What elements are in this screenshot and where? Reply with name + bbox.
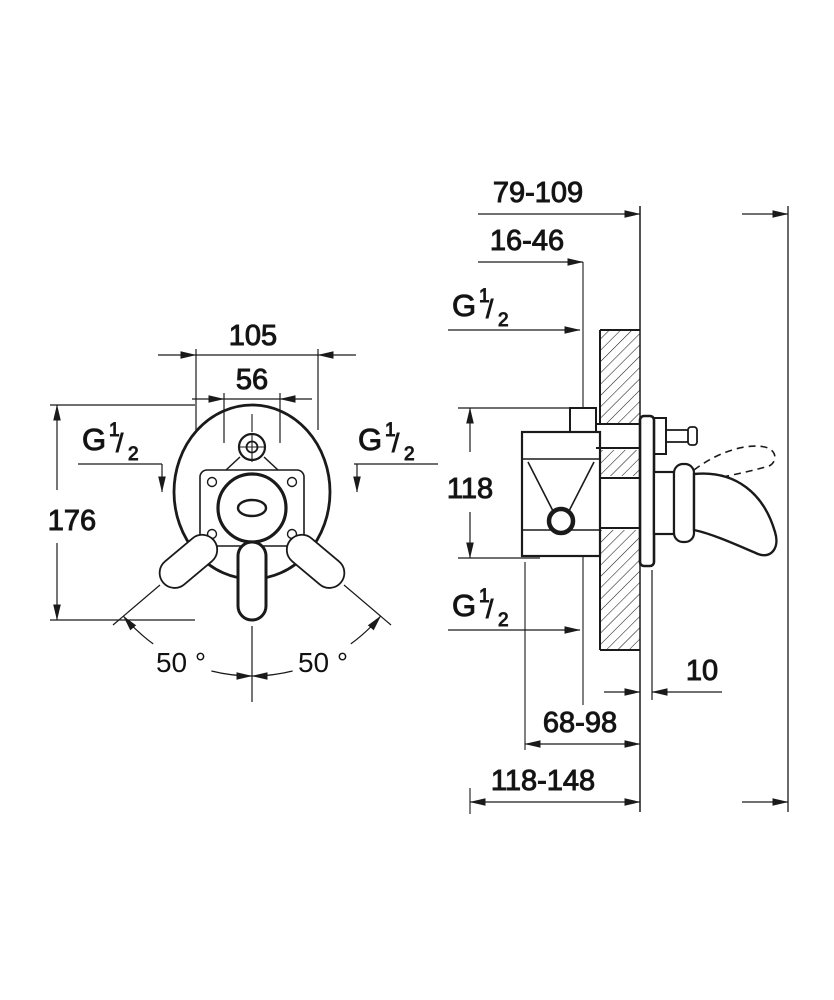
- screw-hole: [206, 476, 218, 488]
- dim-angle: [112, 584, 392, 702]
- dim-body-to-wall: [524, 562, 641, 750]
- dim-angle-left-label: 50 °: [156, 647, 206, 678]
- dim-projection-label: 79-109: [493, 177, 583, 209]
- dim-total-depth: [469, 788, 789, 814]
- valve-housing: [520, 430, 602, 558]
- screw-hole: [286, 476, 298, 488]
- lever-handle-side-alt: [693, 445, 776, 483]
- side-section-view: 79-109 16-46 G 1 / 2 118 G 1 / 2: [446, 177, 789, 814]
- dim-inner-width-label: 56: [236, 364, 268, 396]
- thread-numerator: 1: [479, 586, 490, 607]
- dim-rough-in-label: 16-46: [490, 225, 564, 257]
- thread-label-side-top: G 1 / 2: [448, 286, 581, 334]
- thread-prefix: G: [452, 588, 476, 623]
- thread-prefix: G: [452, 288, 476, 323]
- lever-handle-down: [236, 540, 268, 622]
- thread-label-front-right: G 1 / 2: [353, 420, 438, 493]
- thread-numerator: 1: [385, 420, 396, 441]
- dim-plate-thickness-label: 10: [686, 655, 718, 687]
- dim-inner-width: [192, 393, 312, 443]
- dim-angle-right-label: 50 °: [298, 647, 348, 678]
- extension-line: [112, 584, 161, 626]
- spout-neck: [225, 456, 279, 471]
- cartridge-circle: [216, 472, 288, 544]
- thread-slash: /: [116, 428, 124, 458]
- thread-numerator: 1: [109, 420, 120, 441]
- dim-body-height: [458, 407, 596, 559]
- dim-plate-thickness: [604, 570, 722, 700]
- thread-denominator: 2: [498, 610, 509, 631]
- angle-arc: [350, 615, 382, 645]
- escutcheon-plate-side: [638, 414, 656, 568]
- thread-denominator: 2: [128, 444, 139, 465]
- dim-plate-height-label: 176: [48, 505, 96, 537]
- lever-position-right: [285, 533, 346, 589]
- wall-hatch: [599, 329, 640, 651]
- pipe-fitting: [653, 417, 667, 455]
- valve-body: [520, 407, 656, 558]
- pipe-nipple-cap: [687, 426, 698, 446]
- thread-label-front-left: G 1 / 2: [78, 420, 166, 493]
- handle-base: [672, 462, 696, 544]
- stop-screw-ring: [546, 506, 576, 536]
- handle-hub: [652, 470, 676, 536]
- angle-arc: [251, 670, 293, 680]
- thread-slash: /: [486, 594, 494, 624]
- lever-position-left: [158, 533, 219, 589]
- front-view: 50 ° 50 ° 105 56 176: [47, 320, 438, 702]
- thread-denominator: 2: [498, 310, 509, 331]
- dim-plate-width: [158, 349, 356, 430]
- angle-arc: [211, 670, 253, 680]
- dim-plate-height: [50, 404, 195, 621]
- thread-prefix: G: [358, 422, 382, 457]
- angle-arc: [122, 615, 154, 645]
- valve-top-stub: [569, 407, 597, 433]
- dim-body-to-wall-label: 68-98: [543, 707, 617, 739]
- dim-total-depth-label: 118-148: [491, 765, 595, 797]
- lever-handle-side: [692, 472, 778, 557]
- dim-plate-width-label: 105: [229, 320, 277, 352]
- thread-slash: /: [392, 428, 400, 458]
- extension-line: [343, 584, 392, 626]
- diverter-knob: [237, 414, 267, 462]
- thread-label-side-bottom: G 1 / 2: [448, 586, 581, 634]
- thread-denominator: 2: [404, 444, 415, 465]
- dim-body-height-label: 118: [447, 473, 493, 505]
- thread-prefix: G: [82, 422, 106, 457]
- thread-slash: /: [486, 294, 494, 324]
- thread-numerator: 1: [479, 286, 490, 307]
